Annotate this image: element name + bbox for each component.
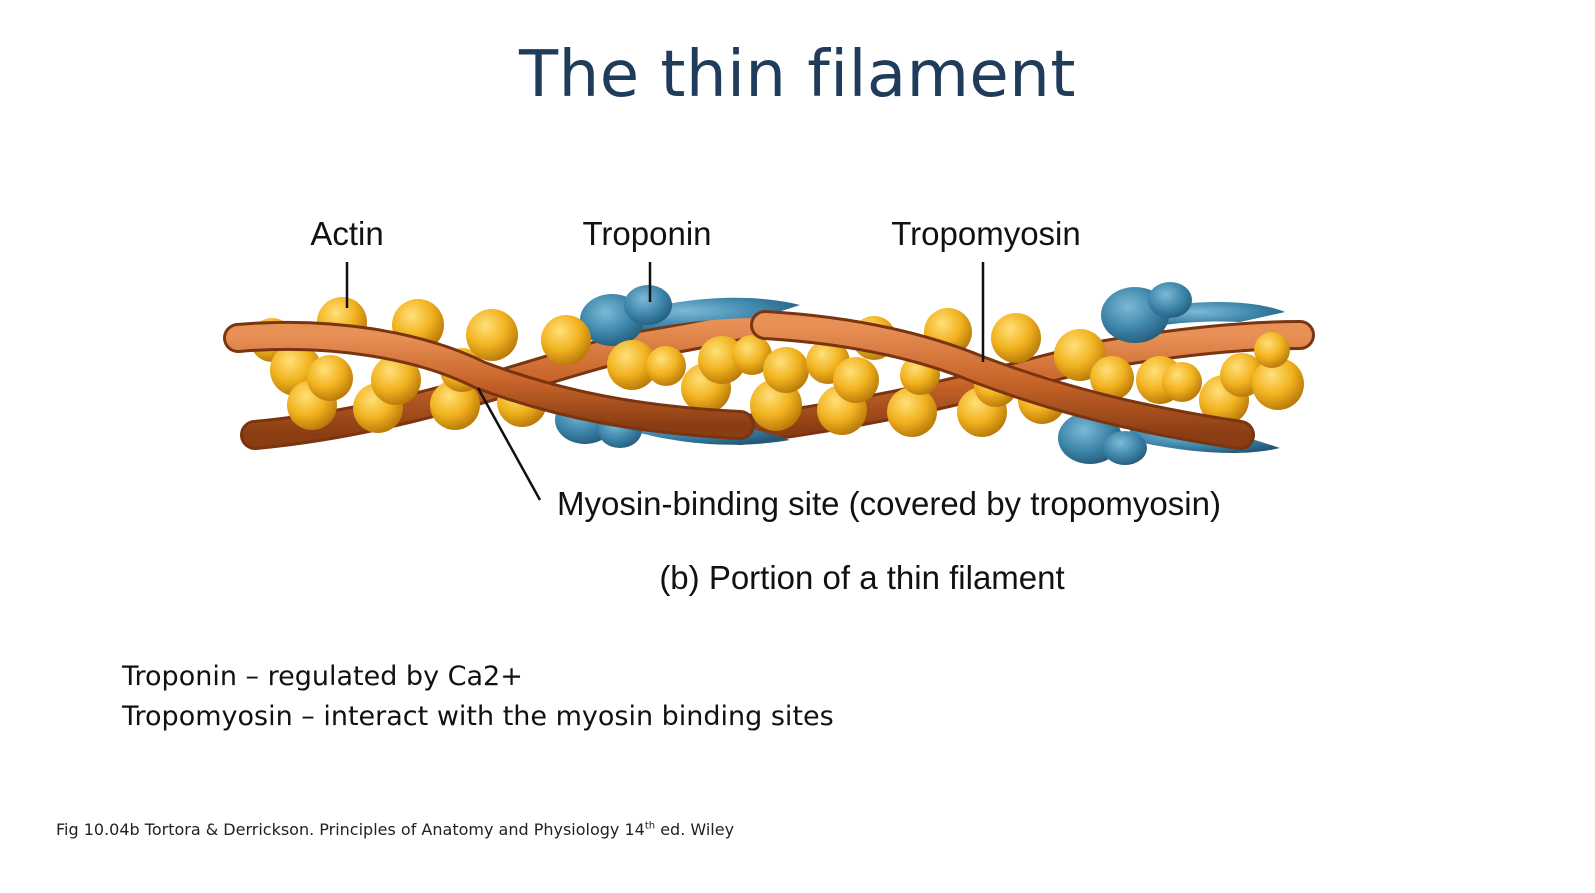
note-troponin: Troponin – regulated by Ca2+ [122, 661, 523, 692]
tropomyosin-front-strand [223, 310, 1255, 450]
figure-citation: Fig 10.04b Tortora & Derrickson. Princip… [56, 820, 734, 839]
citation-text: Fig 10.04b Tortora & Derrickson. Princip… [56, 820, 645, 839]
diagram-caption: (b) Portion of a thin filament [659, 559, 1064, 596]
label-troponin: Troponin [582, 215, 711, 252]
citation-superscript: th [644, 820, 656, 832]
slide-title: The thin filament [519, 38, 1076, 112]
label-myosin-binding-site: Myosin-binding site (covered by tropomyo… [557, 485, 1221, 522]
note-tropomyosin: Tropomyosin – interact with the myosin b… [122, 701, 834, 732]
label-tropomyosin: Tropomyosin [891, 215, 1081, 252]
citation-text-end: ed. Wiley [655, 820, 735, 839]
leader-lines [345, 262, 985, 501]
notes-list: Troponin – regulated by Ca2+ Tropomyosin… [122, 657, 834, 737]
label-actin: Actin [310, 215, 383, 252]
